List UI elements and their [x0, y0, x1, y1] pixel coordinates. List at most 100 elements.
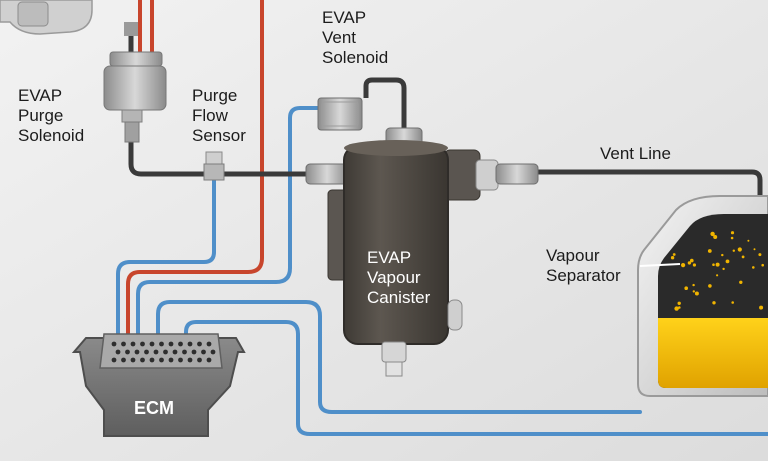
vapour-particle	[730, 231, 735, 235]
ecm-pin	[130, 341, 136, 347]
ecm-pin	[197, 341, 202, 347]
vapour-particle	[713, 235, 718, 239]
vapour-particle	[687, 261, 692, 265]
vapour-particle	[753, 248, 756, 251]
vapour-particle	[715, 262, 720, 267]
intake-fragment	[0, 0, 93, 35]
ecm-connector-pins	[111, 341, 216, 363]
vapour-particles	[670, 231, 764, 311]
ecm-pin	[115, 349, 121, 355]
purge-flow-sensor-wire	[116, 168, 216, 344]
vapour-particle	[741, 255, 745, 259]
ecm-module	[71, 333, 246, 437]
vapour-particle	[712, 263, 715, 267]
vapour-particle	[672, 253, 676, 256]
vapour-particle	[684, 286, 688, 291]
ecm-pin	[191, 349, 197, 355]
vapour-particle	[725, 259, 730, 264]
ecm-pin	[178, 341, 183, 347]
ecm-pin	[140, 341, 145, 347]
ecm-pin	[144, 349, 149, 355]
vapour-particle	[761, 263, 764, 267]
ecm-pin	[163, 349, 168, 355]
vapour-separator-leader-line	[639, 263, 681, 267]
ecm-pin	[178, 357, 183, 363]
fuel-level	[658, 318, 768, 388]
ecm-pin	[125, 349, 130, 355]
ecm-pin	[187, 357, 193, 363]
ecm-to-tank-wire-upper	[156, 300, 642, 414]
ecm-pin	[140, 357, 145, 363]
ecm-pin	[201, 349, 206, 355]
vapour-particle	[716, 274, 719, 277]
ecm-pin	[153, 349, 159, 355]
vapour-particle	[692, 263, 697, 267]
vapour-particle	[712, 301, 716, 305]
purge-flow-sensor	[203, 151, 225, 181]
vapour-particle	[732, 249, 735, 252]
vapour-particle	[721, 253, 724, 257]
vapour-particle	[752, 266, 755, 269]
label-vapour-separator: Vapour Separator	[546, 246, 621, 285]
vapour-particle	[747, 239, 750, 242]
ecm-pin	[172, 349, 178, 355]
vapour-particle	[707, 249, 712, 253]
vent-solenoid-wire	[136, 106, 320, 344]
evap-purge-solenoid	[103, 22, 167, 143]
vapour-particle	[730, 236, 734, 240]
vapour-particle	[674, 306, 679, 311]
ecm-pin	[130, 357, 136, 363]
vapour-particle	[692, 283, 695, 287]
evap-vapour-canister	[327, 127, 539, 377]
ecm-pin	[111, 357, 117, 363]
label-evap-vent-solenoid: EVAP Vent Solenoid	[322, 8, 389, 67]
ecm-pin	[206, 341, 212, 347]
label-vent-line: Vent Line	[600, 144, 671, 163]
power-wires	[126, 0, 264, 342]
label-ecm: ECM	[134, 398, 174, 418]
vapour-particle	[759, 305, 764, 310]
ecm-pin	[134, 349, 140, 355]
vapour-particle	[690, 258, 694, 263]
ecm-pin	[121, 341, 126, 347]
evap-vent-solenoid	[317, 97, 363, 131]
ecm-power-wire	[126, 0, 264, 342]
vapour-particle	[731, 301, 734, 304]
vapour-particle	[737, 247, 742, 252]
vapour-particle	[708, 284, 712, 288]
ecm-pin	[182, 349, 187, 355]
vent-solenoid-hose	[363, 77, 407, 132]
vapour-particle	[678, 306, 681, 309]
ecm-pin	[149, 357, 155, 363]
canister-inlet-fitting	[305, 163, 349, 185]
ecm-pin	[159, 341, 164, 347]
ecm-pin	[111, 341, 117, 347]
ecm-pin	[121, 357, 126, 363]
ecm-to-tank-wire-lower	[184, 320, 768, 436]
vapour-particle	[710, 231, 715, 237]
ecm-pin	[159, 357, 164, 363]
vapour-particle	[758, 253, 762, 257]
vapour-particle	[692, 290, 695, 293]
ecm-pin	[168, 341, 174, 347]
vapour-particle	[722, 267, 725, 271]
vent-line-hose	[536, 169, 763, 196]
label-purge-flow-sensor: Purge Flow Sensor	[192, 86, 246, 145]
vapour-particle	[739, 280, 743, 284]
ecm-pin	[210, 349, 216, 355]
vapour-particle	[677, 301, 681, 305]
vapour-particle	[670, 256, 675, 260]
label-evap-vapour-canister: EVAP Vapour Canister	[367, 248, 431, 307]
vapour-particle	[694, 291, 699, 296]
ecm-pin	[149, 341, 155, 347]
label-evap-purge-solenoid: EVAP Purge Solenoid	[18, 86, 85, 145]
fuel-tank	[637, 195, 768, 397]
vapour-particle	[681, 263, 686, 268]
signal-wires	[116, 106, 768, 436]
ecm-pin	[197, 357, 202, 363]
ecm-pin	[187, 341, 193, 347]
ecm-pin	[168, 357, 174, 363]
ecm-pin	[206, 357, 212, 363]
